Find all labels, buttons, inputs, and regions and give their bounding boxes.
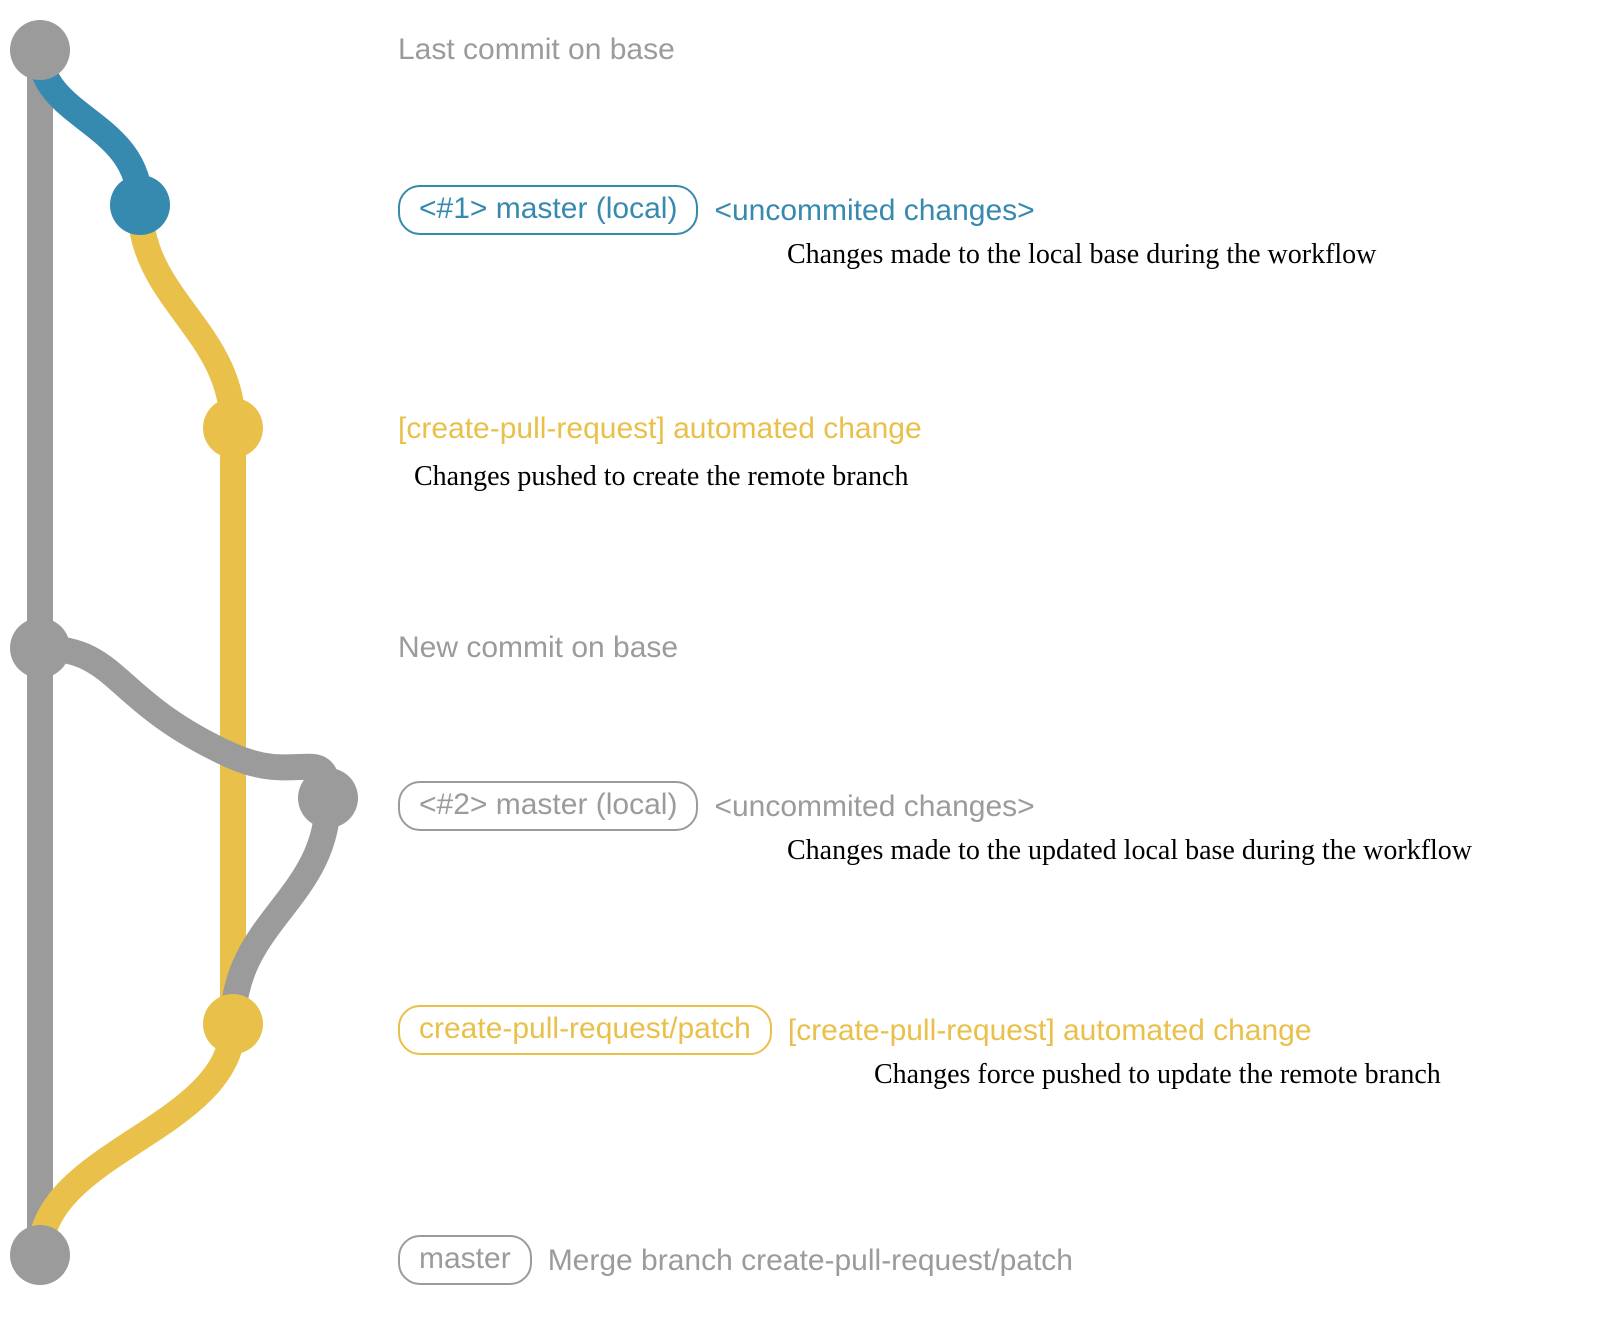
ref-badge-create-pull-request-patch[interactable]: create-pull-request/patch	[398, 1005, 772, 1055]
commit-subject: <uncommited changes>	[714, 193, 1035, 227]
commit-subject: [create-pull-request] automated change	[787, 1013, 1312, 1047]
commit-subject: <uncommited changes>	[714, 789, 1035, 823]
commit-row-merge-commit: master Merge branch create-pull-request/…	[398, 1235, 1073, 1285]
commit-node-patch-1[interactable]	[203, 398, 263, 458]
commit-note-automated-change-1: Changes pushed to create the remote bran…	[414, 461, 909, 492]
commit-note-master-local-2: Changes made to the updated local base d…	[787, 835, 1473, 866]
commit-row-new-commit-on-base: New commit on base	[398, 631, 678, 664]
ref-badge-master-local-2[interactable]: <#2> master (local)	[398, 781, 699, 831]
edge-local2-to-patch2	[220, 785, 341, 1037]
edge-patch2-to-merge	[27, 1011, 246, 1268]
commit-subject: New commit on base	[398, 631, 679, 664]
commit-subject: Merge branch create-pull-request/patch	[547, 1243, 1073, 1277]
commit-node-patch-2[interactable]	[203, 994, 263, 1054]
commit-row-automated-change-2: create-pull-request/patch [create-pull-r…	[398, 1005, 1312, 1055]
commit-row-master-local-1: <#1> master (local) <uncommited changes>	[398, 185, 1035, 235]
commit-row-master-local-2: <#2> master (local) <uncommited changes>	[398, 781, 1035, 831]
commit-node-local-2[interactable]	[298, 768, 358, 828]
commit-node-base-new[interactable]	[10, 618, 70, 678]
commit-row-last-commit-on-base: Last commit on base	[398, 33, 675, 66]
ref-badge-master-local-1[interactable]: <#1> master (local)	[398, 185, 699, 235]
commit-node-base-top[interactable]	[10, 20, 70, 80]
commit-node-local-1[interactable]	[110, 175, 170, 235]
commit-row-automated-change-1: [create-pull-request] automated change	[398, 412, 922, 445]
commit-note-master-local-1: Changes made to the local base during th…	[787, 239, 1377, 270]
commit-subject: [create-pull-request] automated change	[398, 412, 922, 445]
edge-basenew-to-local2	[27, 635, 341, 811]
ref-badge-master[interactable]: master	[398, 1235, 532, 1285]
commit-node-master-merge[interactable]	[10, 1225, 70, 1285]
commit-note-automated-change-2: Changes force pushed to update the remot…	[874, 1059, 1441, 1090]
commit-subject: Last commit on base	[398, 33, 675, 66]
edge-local1-to-patch1	[127, 192, 246, 441]
